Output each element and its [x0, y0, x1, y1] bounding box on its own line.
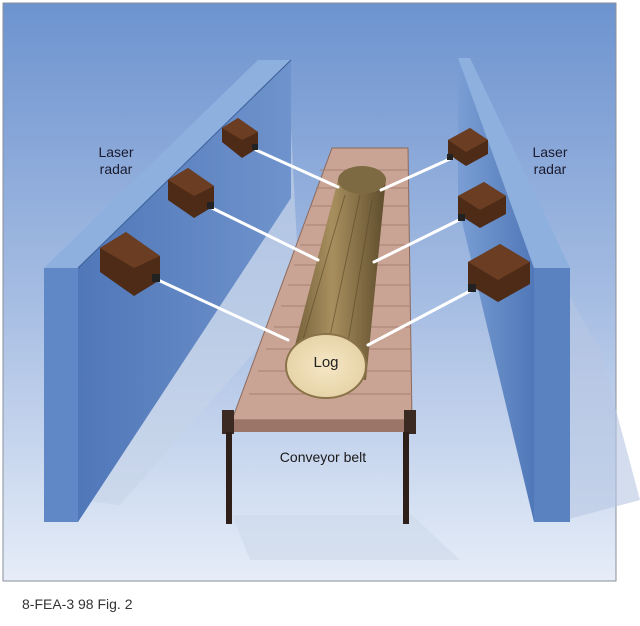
- laser-radar-sensor-icon: [222, 118, 258, 158]
- log: [285, 166, 386, 399]
- log-label: Log: [313, 354, 339, 371]
- laser-radar-label-left-line1: Laser: [98, 144, 134, 160]
- laser-radar-sensor-icon: [447, 128, 488, 166]
- laser-radar-label-right: Laser radar: [510, 144, 590, 178]
- laser-radar-sensor-icon: [468, 244, 530, 302]
- laser-beams: [156, 148, 474, 347]
- laser-radar-sensor-icon: [168, 168, 214, 218]
- laser-radar-label-right-line1: Laser: [532, 144, 568, 160]
- figure-caption: 8-FEA-3 98 Fig. 2: [22, 596, 133, 612]
- laser-radar-sensor-icon: [100, 232, 160, 296]
- laser-radar-label-left-line2: radar: [99, 161, 133, 177]
- laser-radar-sensor-icon: [458, 182, 506, 228]
- laser-radar-label-right-line2: radar: [533, 161, 567, 177]
- conveyor-shadow: [232, 515, 460, 560]
- conveyor-belt-label: Conveyor belt: [279, 449, 367, 465]
- laser-radar-label-left: Laser radar: [76, 144, 156, 178]
